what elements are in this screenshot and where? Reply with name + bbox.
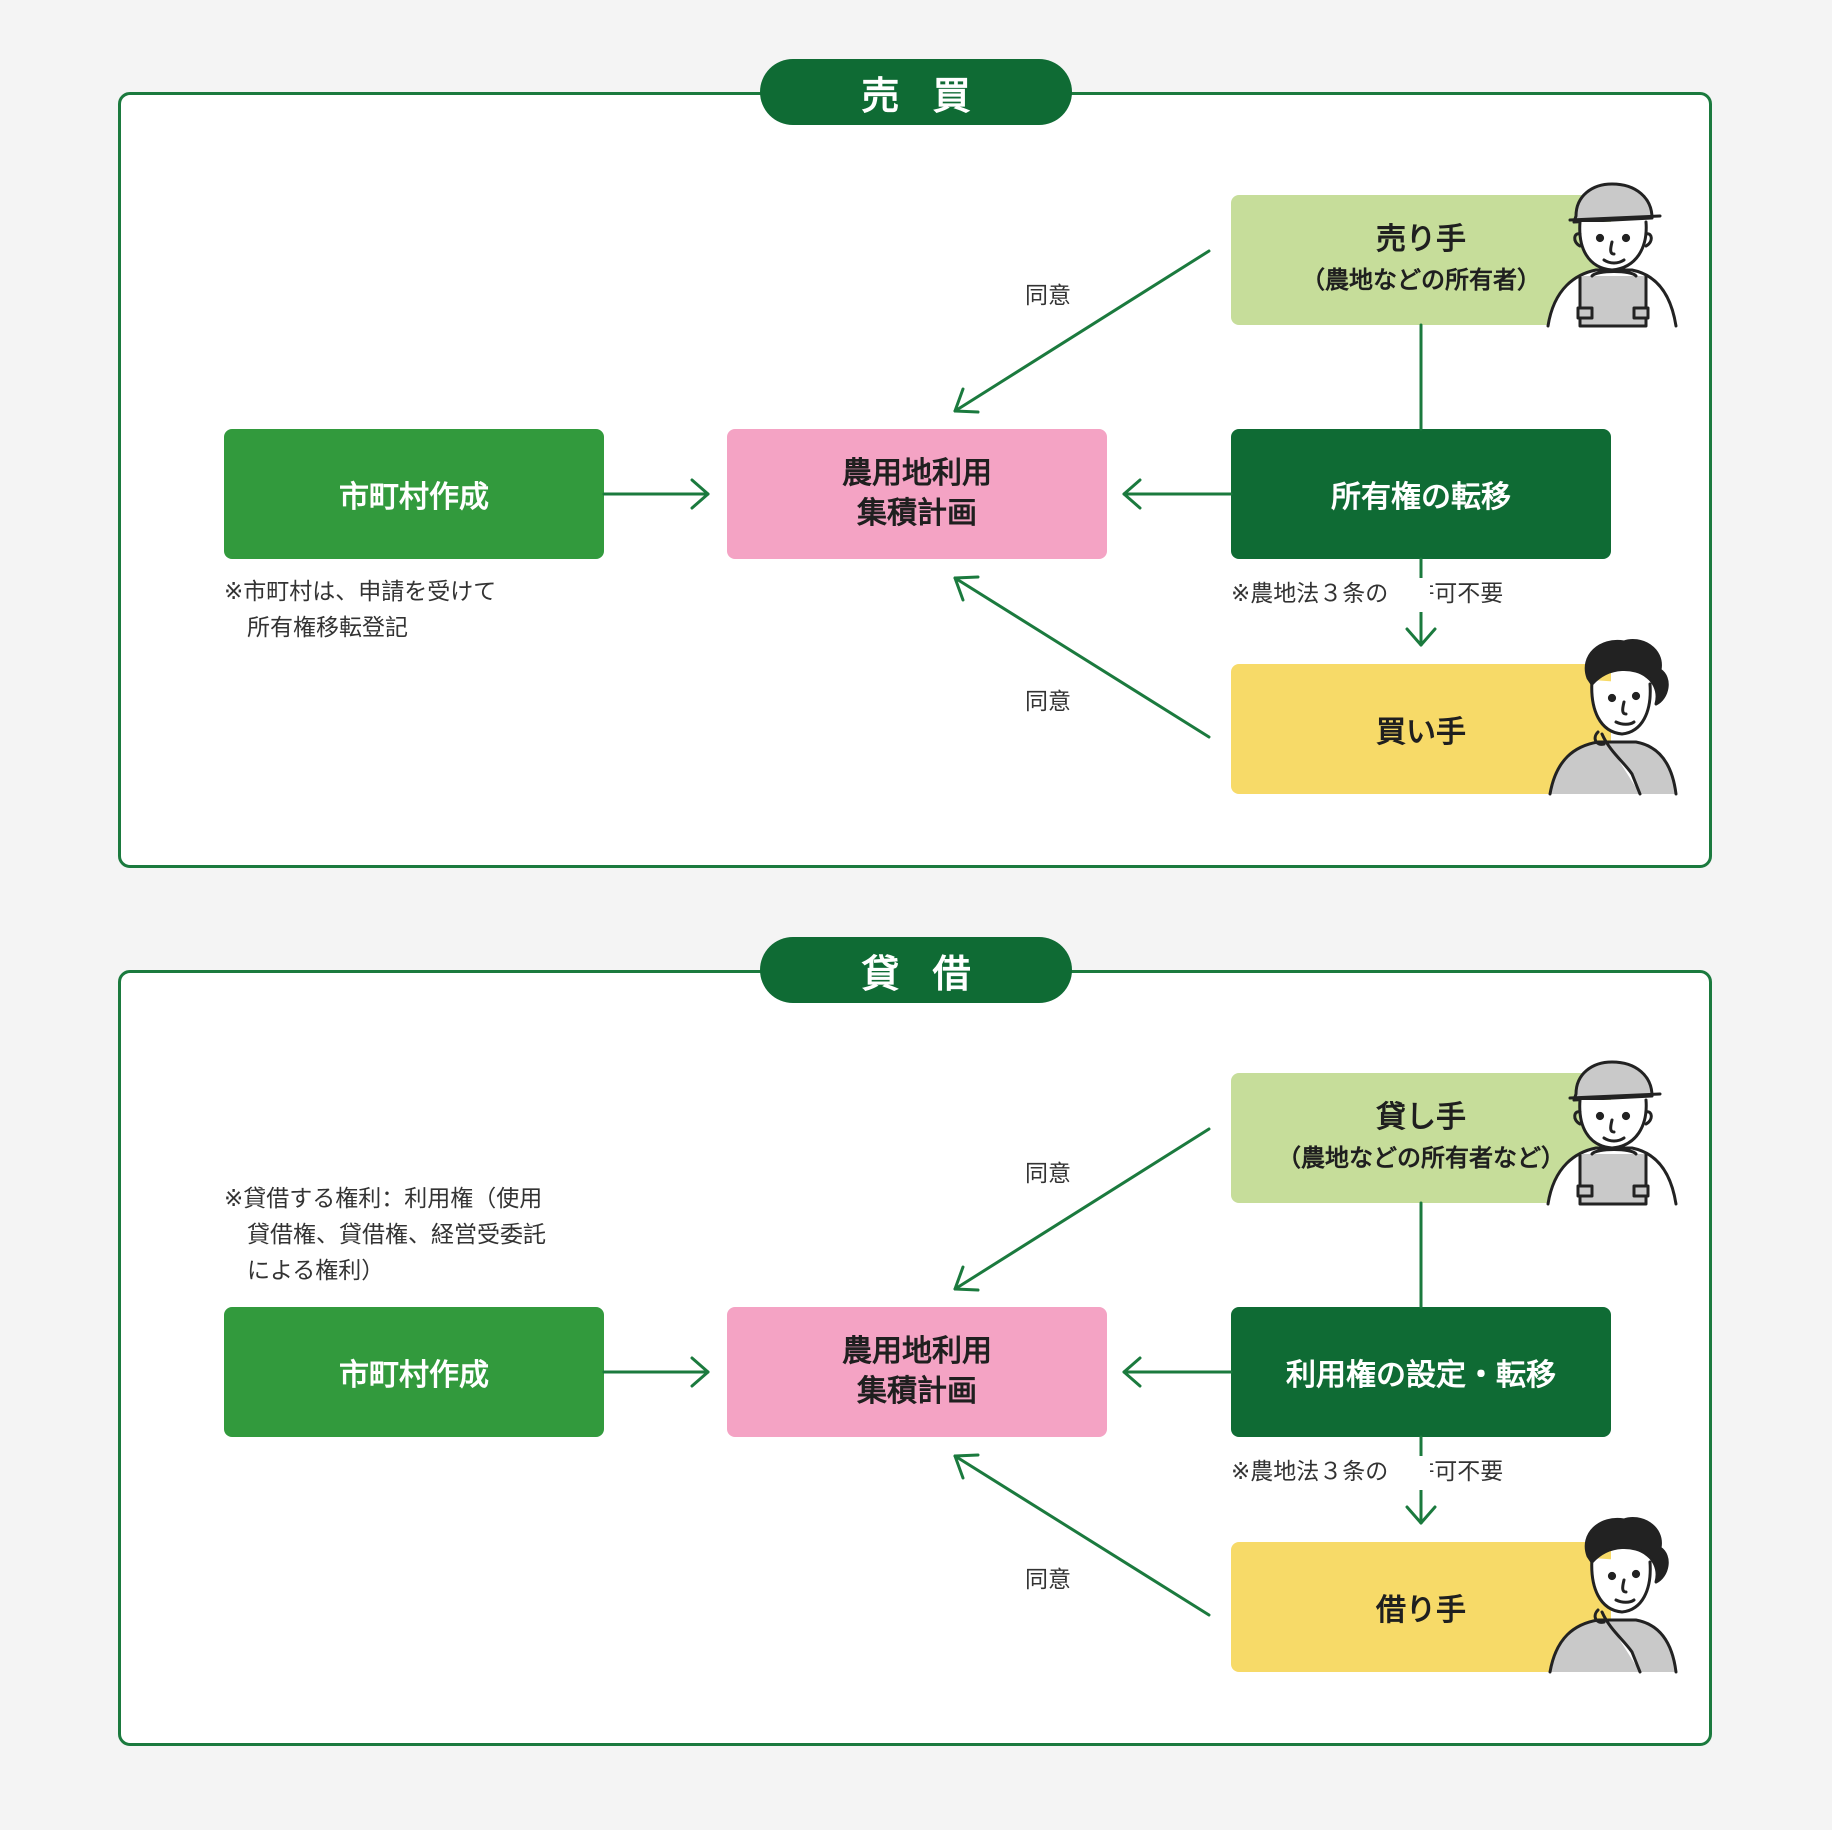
note-left-taishaku: ※貸借する権利：利用権（使用 貸借権、貸借権、経営受委託 による権利） (224, 1186, 546, 1284)
section-title-taishaku: 貸 借 (760, 937, 1072, 1003)
note-right-taishaku: ※農地法３条の 許可不要 (1231, 1459, 1504, 1485)
thinker-illustration (1548, 639, 1678, 796)
section-title-baibai: 売 買 (760, 59, 1072, 125)
plan-label-line2: 集積計画 (857, 1374, 977, 1409)
transfer-box-taishaku: 利用権の設定・転移 (1231, 1307, 1611, 1437)
buyer-label: 買い手 (1376, 715, 1466, 750)
seller-sublabel: （農地などの所有者） (1301, 266, 1541, 294)
municipality-box-baibai: 市町村作成 (224, 429, 604, 559)
farmer-illustration (1546, 1060, 1678, 1206)
transfer-label: 所有権の転移 (1331, 480, 1511, 515)
borrower-label: 借り手 (1376, 1593, 1466, 1628)
borrower-box-taishaku: 借り手 (1231, 1542, 1611, 1672)
plan-box-taishaku: 農用地利用 集積計画 (727, 1307, 1107, 1437)
consent-label-bottom: 同意 (1025, 1567, 1071, 1593)
plan-label-line1: 農用地利用 (842, 1334, 992, 1369)
lender-box-taishaku: 貸し手 （農地などの所有者など） (1231, 1073, 1611, 1203)
buyer-box-baibai: 買い手 (1231, 664, 1611, 794)
consent-label-top: 同意 (1025, 283, 1071, 309)
plan-box-baibai: 農用地利用 集積計画 (727, 429, 1107, 559)
thinker-illustration (1548, 1517, 1678, 1674)
note-right-baibai: ※農地法３条の 許可不要 (1231, 581, 1504, 607)
seller-label: 売り手 (1376, 222, 1466, 257)
lender-label: 貸し手 (1376, 1100, 1466, 1135)
lender-sublabel: （農地などの所有者など） (1277, 1144, 1565, 1172)
transfer-label: 利用権の設定・転移 (1286, 1358, 1556, 1393)
seller-box-baibai: 売り手 （農地などの所有者） (1231, 195, 1611, 325)
consent-label-bottom: 同意 (1025, 689, 1071, 715)
plan-label-line2: 集積計画 (857, 496, 977, 531)
plan-label-line1: 農用地利用 (842, 456, 992, 491)
municipality-label: 市町村作成 (339, 1358, 489, 1393)
municipality-label: 市町村作成 (339, 480, 489, 515)
farmer-illustration (1546, 182, 1678, 328)
consent-label-top: 同意 (1025, 1161, 1071, 1187)
note-left-baibai: ※市町村は、申請を受けて 所有権移転登記 (224, 579, 497, 641)
municipality-box-taishaku: 市町村作成 (224, 1307, 604, 1437)
transfer-box-baibai: 所有権の転移 (1231, 429, 1611, 559)
